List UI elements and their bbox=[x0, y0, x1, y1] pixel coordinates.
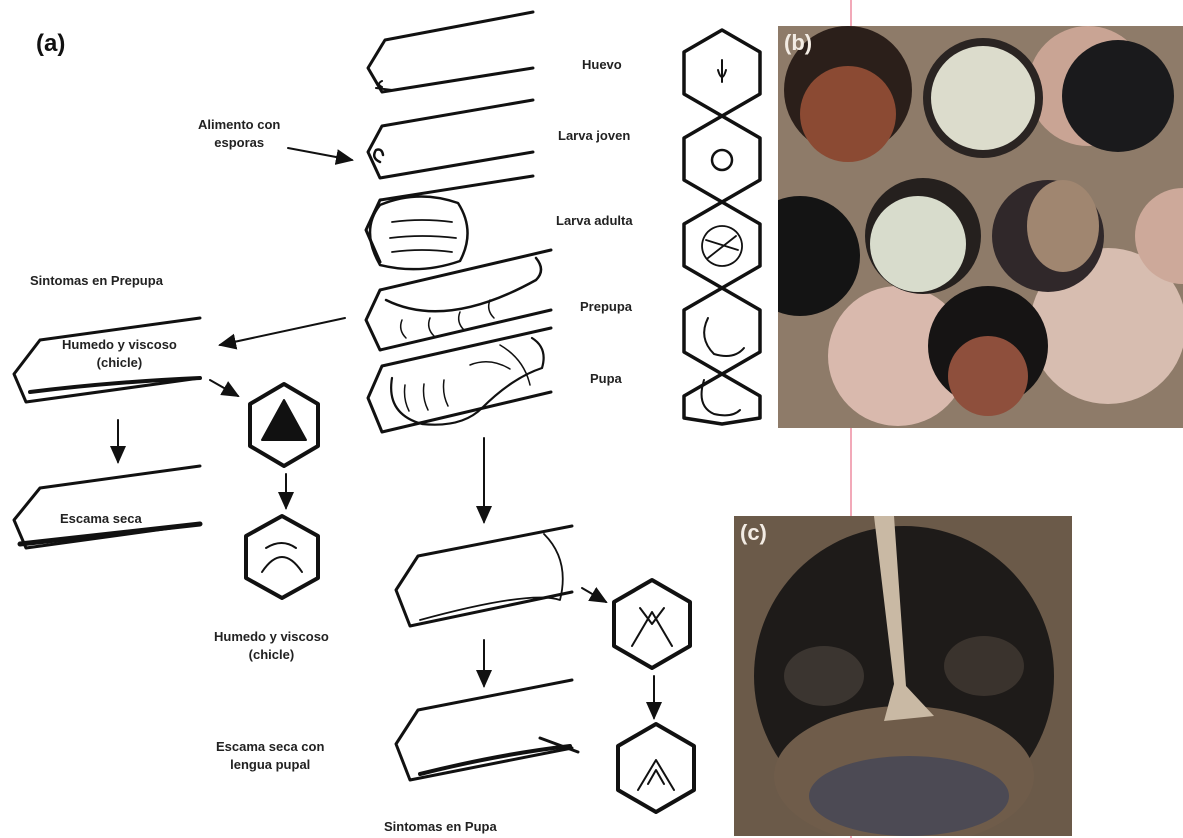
label-food-spores: Alimento con esporas bbox=[198, 116, 280, 152]
pupa-hex-dry bbox=[618, 724, 694, 812]
label-pupa: Pupa bbox=[590, 370, 622, 388]
pupa-wet-cell bbox=[396, 526, 572, 626]
label-prepupa-wet: Humedo y viscoso (chicle) bbox=[62, 336, 177, 372]
label-adult-larva: Larva adulta bbox=[556, 212, 633, 230]
label-egg: Huevo bbox=[582, 56, 622, 74]
label-pupa-dry: Escama seca con lengua pupal bbox=[216, 738, 324, 774]
panel-label-b: (b) bbox=[784, 30, 812, 56]
label-prepupa-dry: Escama seca bbox=[60, 510, 142, 528]
hex-column bbox=[684, 30, 760, 424]
cell-pupa bbox=[368, 328, 551, 432]
cell-adult-larva bbox=[366, 176, 533, 269]
label-young-larva: Larva joven bbox=[558, 127, 630, 145]
panel-label-c: (c) bbox=[740, 520, 767, 546]
label-prepupa-symptoms: Sintomas en Prepupa bbox=[30, 272, 163, 290]
label-pupa-wet: Humedo y viscoso (chicle) bbox=[214, 628, 329, 664]
cell-young-larva bbox=[368, 100, 533, 178]
photo-brood-comb: (b) bbox=[778, 26, 1183, 428]
cell-egg bbox=[368, 12, 533, 92]
label-pupa-symptoms: Sintomas en Pupa bbox=[384, 818, 497, 836]
photo-pupal-tongue: (c) bbox=[734, 516, 1072, 836]
pupa-dry-cell bbox=[396, 680, 572, 780]
label-prepupa: Prepupa bbox=[580, 298, 632, 316]
